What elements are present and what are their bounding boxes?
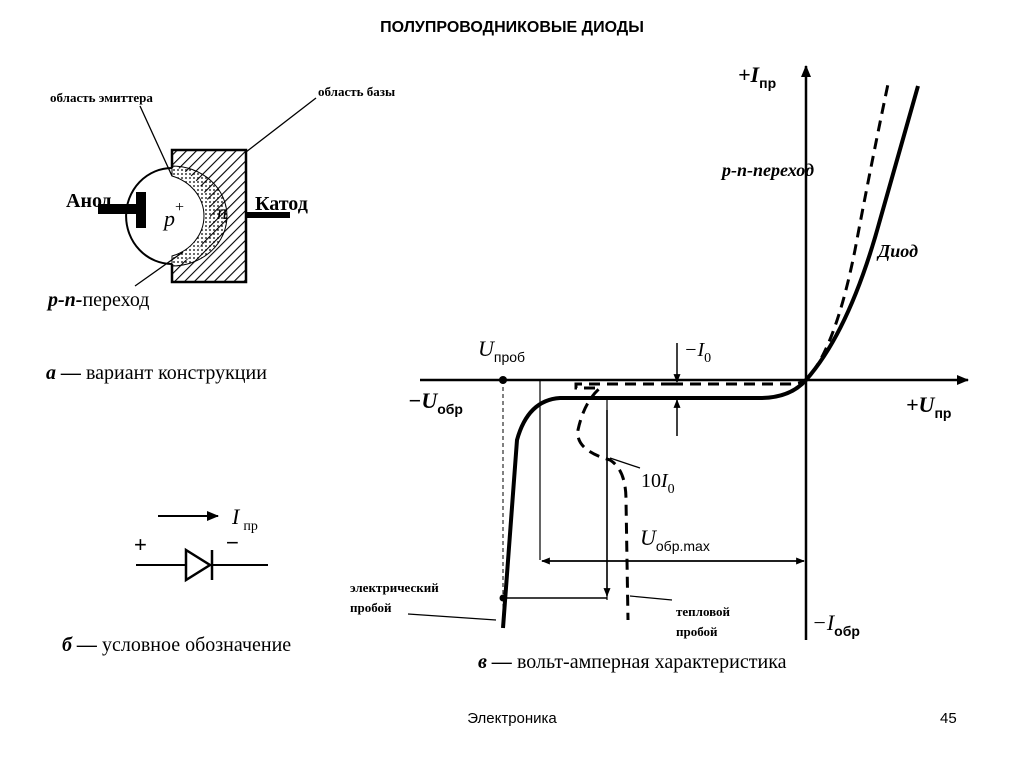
x-neg-label: −Uобр: [408, 388, 463, 417]
symbol-plus: +: [134, 532, 147, 557]
n-region-label: n: [217, 202, 227, 224]
ten-i0-label: 10I0: [641, 470, 675, 497]
cathode-lead: [246, 212, 290, 218]
caption-v: в — вольт-амперная характеристика: [478, 651, 787, 673]
p-plus-label: p: [162, 206, 175, 231]
base-region-label: область базы: [318, 84, 395, 99]
pn-junction-layer: [171, 165, 228, 267]
diode-curve: [501, 85, 920, 629]
page-number: 45: [940, 710, 957, 727]
symbol-minus: −: [226, 530, 239, 555]
footer-subject: Электроника: [467, 710, 557, 727]
plus-sign-label: +: [175, 199, 184, 216]
anode-contact: [136, 192, 146, 228]
diode-triangle: [184, 547, 213, 583]
anode-lead: [98, 204, 140, 214]
i0-label: −I0: [684, 339, 711, 366]
breakdown-voltage-label: Uпроб: [478, 336, 525, 365]
caption-a: а — вариант конструкции: [46, 362, 267, 384]
cathode-label: Катод: [255, 193, 308, 215]
pn-junction-label: p-n-переход: [46, 289, 149, 311]
electrical-breakdown-label: электрический пробой: [350, 580, 442, 615]
pn-junction-forward: [672, 83, 890, 386]
y-neg-label: −Iобр: [812, 610, 860, 639]
caption-b: б — условное обозначение: [62, 634, 291, 656]
diode-construction: Анод Катод p + n область эмиттера област…: [46, 84, 395, 384]
breakdown-point: [499, 376, 507, 384]
iv-characteristic: +Iпр +Uпр −Uобр −Iобр Uпроб −I0 10I0 Uоб…: [350, 62, 969, 673]
pn-junction-curve-label: p-n-переход: [720, 160, 814, 180]
x-pos-label: +Uпр: [906, 392, 951, 421]
diode-curve-label: Диод: [876, 241, 918, 261]
slide-title: ПОЛУПРОВОДНИКОВЫЕ ДИОДЫ: [380, 19, 644, 36]
umax-label: Uобр.max: [640, 525, 710, 554]
y-pos-label: +Iпр: [738, 62, 776, 91]
pn-junction-curve: [574, 382, 672, 621]
thermal-breakdown-label: тепловой пробой: [676, 604, 733, 639]
anode-label: Анод: [66, 190, 112, 212]
emitter-region-label: область эмиттера: [50, 90, 153, 105]
